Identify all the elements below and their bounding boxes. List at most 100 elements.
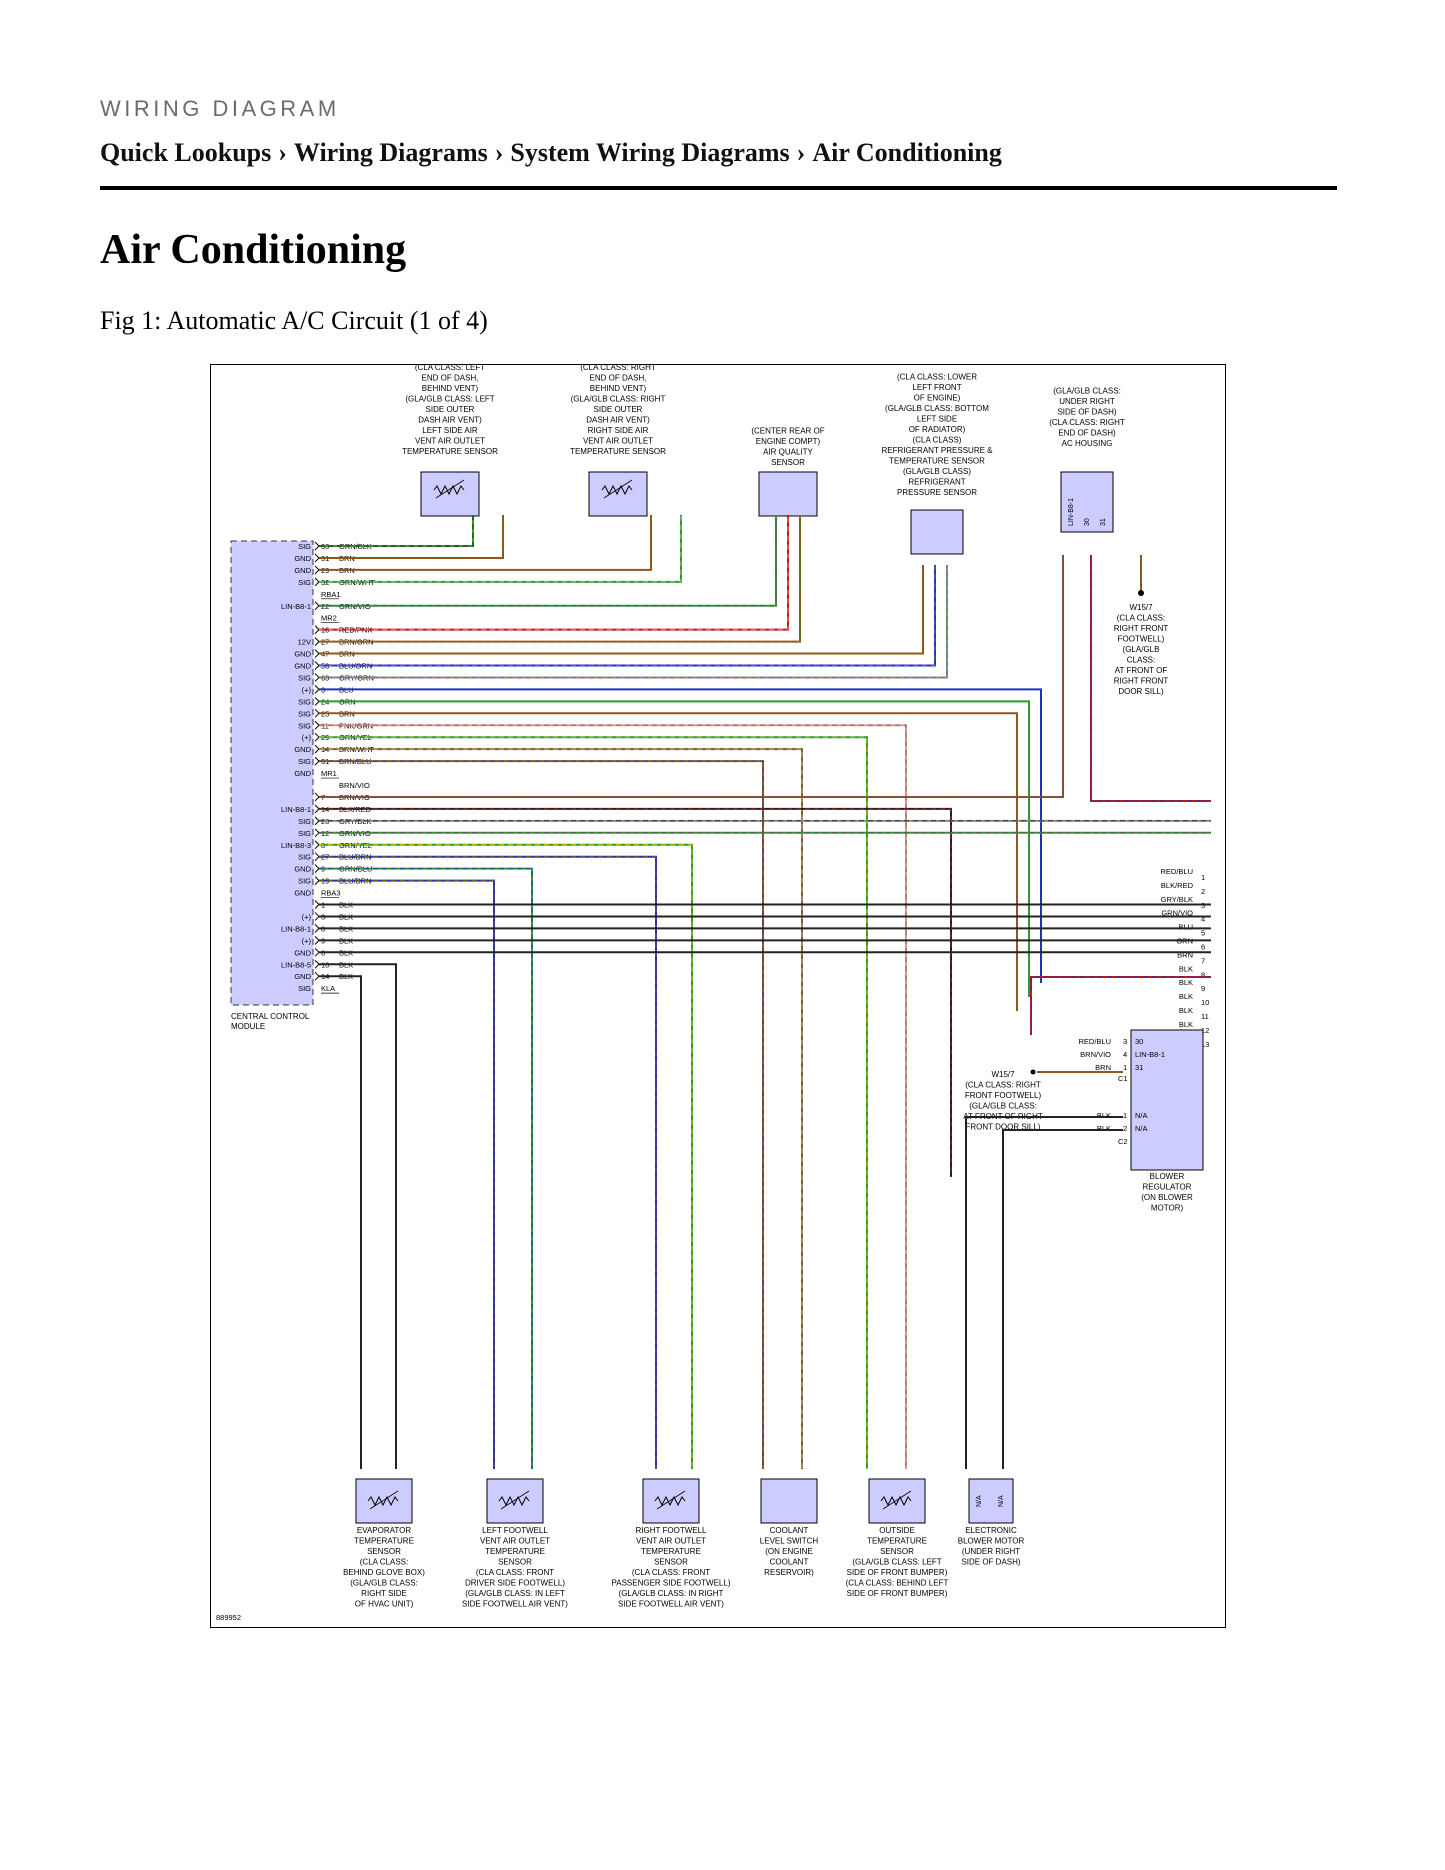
module-signal-label: (+) <box>302 912 312 921</box>
connector-pin-icon <box>314 840 320 850</box>
terminal-number: 7 <box>1201 956 1205 965</box>
bottom-component-label: VENT AIR OUTLET <box>480 1537 550 1546</box>
module-signal-label: SIG <box>298 817 311 826</box>
terminal-number: 10 <box>1201 998 1209 1007</box>
ground-label: FOOTWELL) <box>1118 635 1165 644</box>
connector-pin-icon <box>314 685 320 694</box>
wire-color-label: BLK <box>1097 1111 1111 1120</box>
module-signal-label: SIG <box>298 877 311 886</box>
bottom-component <box>486 1478 544 1524</box>
module-signal-label: GND <box>294 769 311 778</box>
top-component-label: END OF DASH, <box>590 374 647 383</box>
thermistor-icon <box>500 1490 530 1510</box>
wire <box>1090 555 1211 802</box>
module-signal-label: SIG <box>298 721 311 730</box>
top-component-label: (CLA CLASS: RIGHT <box>580 365 656 372</box>
wire <box>319 843 693 1469</box>
breadcrumb-item[interactable]: Air Conditioning <box>812 138 1002 167</box>
wire-color-label: BLK <box>1097 1124 1111 1133</box>
module-signal-label: 12V <box>298 638 311 647</box>
bottom-component-label: PASSENGER SIDE FOOTWELL) <box>612 1579 731 1588</box>
pin-function-label: LIN-B8-1 <box>1068 498 1075 526</box>
breadcrumb-item[interactable]: Wiring Diagrams <box>293 138 488 167</box>
top-component-label: TEMPERATURE SENSOR <box>402 447 498 456</box>
top-component-label: TEMPERATURE SENSOR <box>570 447 666 456</box>
pin-function-label: N/A <box>1135 1111 1148 1120</box>
connector-pin-icon <box>314 553 320 563</box>
connector-pin-icon <box>314 876 320 885</box>
bottom-component-label: COOLANT <box>770 1526 809 1535</box>
ground-label: RIGHT FRONT <box>1114 677 1169 686</box>
module-signal-label: SIG <box>298 697 311 706</box>
module-signal-label: GND <box>294 745 311 754</box>
wire <box>319 975 362 1469</box>
connector-pin-icon <box>314 720 320 730</box>
thermistor-icon <box>498 1495 530 1507</box>
top-component-label: (GLA/GLB CLASS: RIGHT <box>571 395 666 404</box>
wire <box>319 565 924 655</box>
wire <box>319 855 657 1469</box>
thermistor-icon <box>369 1490 399 1510</box>
module-signal-label: GND <box>294 865 311 874</box>
thermistor-icon <box>435 479 465 499</box>
ground-label: W15/7 <box>1129 603 1153 612</box>
wire <box>319 515 682 583</box>
top-component-label: OF ENGINE) <box>914 394 961 403</box>
wire <box>319 565 948 679</box>
wire <box>319 515 789 631</box>
module-signal-label: (+) <box>302 936 312 945</box>
module-signal-label: GND <box>294 566 311 575</box>
connector-pin-icon <box>314 625 320 635</box>
bottom-component-label: LEVEL SWITCH <box>760 1537 819 1546</box>
top-component-label: (GLA/GLB CLASS) <box>903 467 971 476</box>
top-component-label: UNDER RIGHT <box>1059 397 1115 406</box>
module-signal-label: SIG <box>298 709 311 718</box>
connector-pin-icon <box>314 924 320 933</box>
connector-id: MR2 <box>321 614 337 623</box>
ground-label: (GLA/GLB <box>1123 645 1160 654</box>
connector-pin-icon <box>314 756 320 766</box>
connector-pin-icon <box>314 565 320 575</box>
breadcrumb-item[interactable]: Quick Lookups <box>100 138 272 167</box>
connector-pin-icon <box>314 959 320 969</box>
top-component-label: REFRIGERANT <box>908 478 965 487</box>
pin-function-label: N/A <box>976 1495 983 1507</box>
connector-pin-icon <box>314 792 320 802</box>
ground-icon <box>1030 1069 1036 1075</box>
top-component-label: END OF DASH) <box>1058 429 1116 438</box>
wire <box>319 700 1030 997</box>
connector-id: C2 <box>1118 1137 1128 1146</box>
connector-pin-icon <box>314 661 320 670</box>
top-component-label: (CLA CLASS) <box>913 436 962 445</box>
bottom-component-label: SENSOR <box>498 1558 532 1567</box>
central-control-module <box>230 540 314 1006</box>
wire <box>1002 1129 1123 1469</box>
thermistor-icon <box>882 1490 912 1510</box>
wire <box>319 688 1042 983</box>
figure-id: 889952 <box>216 1613 241 1622</box>
module-signal-label: GND <box>294 650 311 659</box>
blower-regulator <box>1130 1029 1204 1171</box>
module-label: CENTRAL CONTROL <box>231 1012 310 1021</box>
top-component-label: SENSOR <box>771 458 805 467</box>
breadcrumb-item[interactable]: System Wiring Diagrams <box>510 138 790 167</box>
module-signal-label: SIG <box>298 542 311 551</box>
module-signal-label: SIG <box>298 984 311 993</box>
top-component-label: BEHIND VENT) <box>590 384 647 393</box>
top-component <box>758 471 818 517</box>
component-label: BLOWER <box>1150 1172 1185 1181</box>
thermistor-icon <box>433 484 465 496</box>
pin-function-label: LIN-B8-1 <box>1135 1050 1165 1059</box>
wire <box>319 736 868 1469</box>
bottom-component-label: (CLA CLASS: <box>360 1558 408 1567</box>
top-component-label: VENT AIR OUTLET <box>583 437 653 446</box>
top-component <box>1060 471 1114 533</box>
top-component-label: DASH AIR VENT) <box>418 416 482 425</box>
ground-label: (CLA CLASS: RIGHT <box>965 1081 1041 1090</box>
ground-label: CLASS: <box>1127 656 1155 665</box>
wire-color-label: BRN <box>1095 1063 1111 1072</box>
wire-color-label: BLK <box>1179 992 1193 1001</box>
wire-color-label: BLK <box>1179 964 1193 973</box>
terminal-number: 6 <box>1201 943 1205 952</box>
